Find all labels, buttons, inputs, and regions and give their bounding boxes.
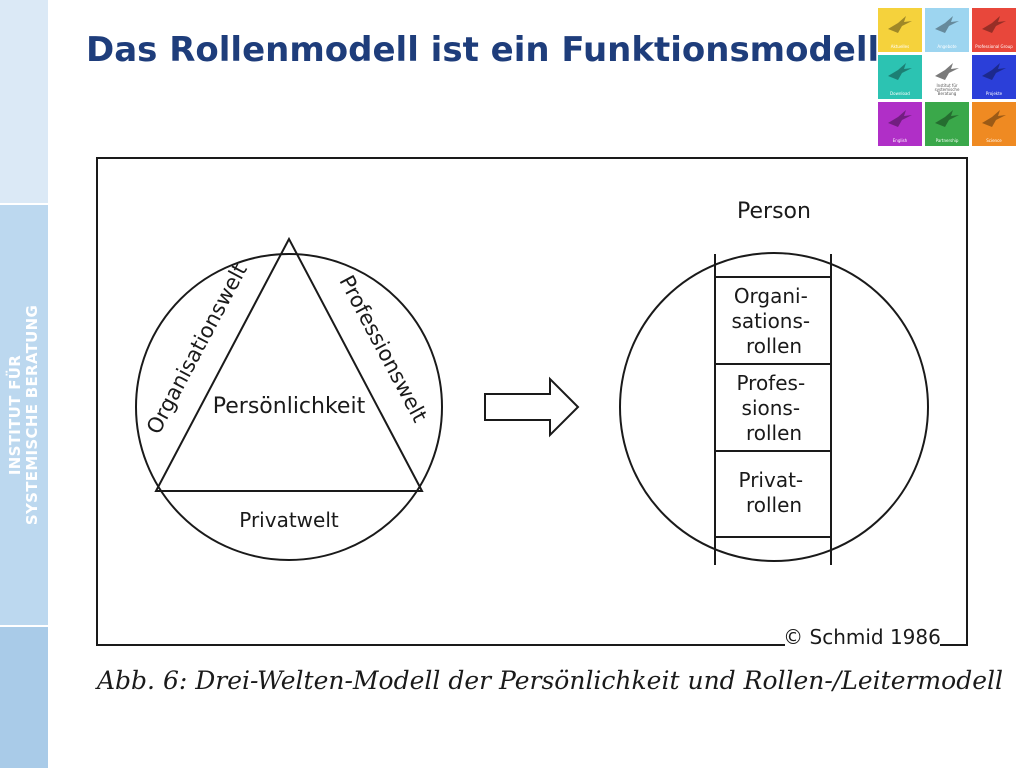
person-circle — [619, 252, 929, 562]
figure-icon — [935, 16, 959, 33]
prof-roles-line2: sions- — [742, 396, 801, 420]
diagram-frame — [96, 157, 968, 646]
priv-roles-line1: Privat- — [739, 468, 804, 492]
figure-caption: Abb. 6: Drei-Welten-Modell der Persönlic… — [97, 666, 1003, 695]
logo-tile-label: Professional Group — [975, 44, 1013, 49]
figure-icon — [982, 63, 1006, 80]
logo-tile-label: Aktuelles — [890, 44, 910, 49]
logo-tile-label: Projekte — [985, 91, 1003, 96]
transformation-arrow — [484, 376, 580, 438]
label-privatrollen: Privat- rollen — [739, 468, 810, 517]
figure-icon — [982, 110, 1006, 127]
logo-tile: Projekte — [972, 55, 1016, 99]
logo-tile: Angebote — [925, 8, 969, 52]
org-roles-line3: rollen — [746, 334, 802, 358]
label-organisationsrollen: Organi- sations- rollen — [732, 284, 817, 358]
three-worlds-triangle — [154, 236, 424, 492]
logo-tile: Science — [972, 102, 1016, 146]
label-persoenlichkeit: Persönlichkeit — [213, 394, 366, 419]
sidebar-bottom-band — [0, 627, 48, 768]
figure-icon — [888, 63, 912, 80]
org-roles-line1: Organi- — [734, 284, 808, 308]
logo-tile-label: Download — [890, 91, 910, 96]
figure-icon — [982, 16, 1006, 33]
logo-tile: Professional Group — [972, 8, 1016, 52]
sidebar-middle-band — [0, 205, 48, 625]
logo-tile-label: Institut für systemische Beratung — [934, 83, 960, 96]
slide-title: Das Rollenmodell ist ein Funktionsmodell — [86, 30, 880, 70]
label-privatwelt: Privatwelt — [239, 508, 339, 532]
org-roles-line2: sations- — [732, 309, 811, 333]
figure-icon — [935, 63, 959, 80]
logo-tile-label: Partnership — [935, 138, 959, 143]
copyright-note: © Schmid 1986 — [783, 625, 941, 649]
sidebar: INSTITUT FÜR SYSTEMISCHE BERATUNG — [0, 0, 48, 768]
logo-tile: English — [878, 102, 922, 146]
figure-icon — [935, 110, 959, 127]
logo-tile-label: Angebote — [937, 44, 957, 49]
logo-tile: Partnership — [925, 102, 969, 146]
logo-tile: Institut für systemische Beratung — [925, 55, 969, 99]
prof-roles-line1: Profes- — [736, 371, 805, 395]
label-person: Person — [737, 199, 811, 224]
priv-roles-line2: rollen — [746, 493, 802, 517]
logo-tile: Aktuelles — [878, 8, 922, 52]
sidebar-top-band — [0, 0, 48, 203]
logo-tile-label: English — [892, 138, 908, 143]
figure-icon — [888, 16, 912, 33]
three-worlds-circle — [135, 253, 443, 561]
prof-roles-line3: rollen — [746, 421, 802, 445]
logo-tile: Download — [878, 55, 922, 99]
label-professionsrollen: Profes- sions- rollen — [736, 371, 811, 445]
logo-tile-label: Science — [986, 138, 1002, 143]
figure-icon — [888, 110, 912, 127]
